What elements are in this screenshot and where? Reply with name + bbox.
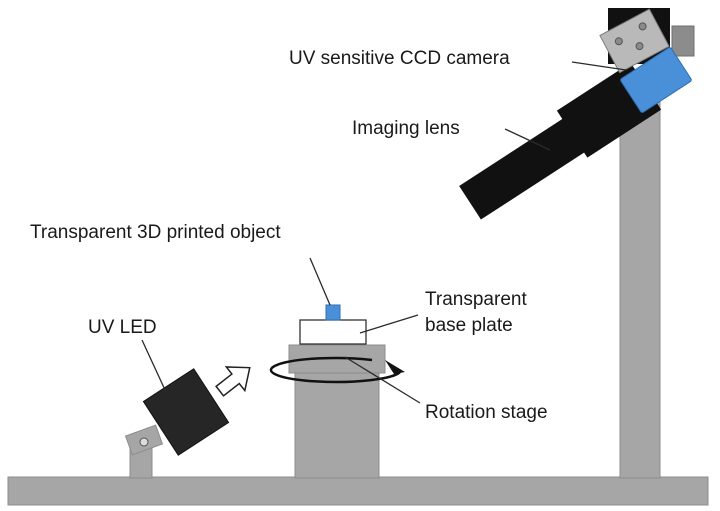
led-leader bbox=[141, 339, 167, 393]
camera-leader bbox=[571, 61, 627, 71]
screw-icon bbox=[635, 42, 644, 51]
screw-icon bbox=[638, 22, 647, 31]
object-leader bbox=[309, 257, 331, 306]
object-label: Transparent 3D printed object bbox=[30, 222, 281, 243]
camera-label: UV sensitive CCD camera bbox=[289, 48, 510, 69]
stage-label: Rotation stage bbox=[425, 402, 548, 423]
transparent-base-plate bbox=[299, 319, 367, 345]
hollow-arrow-icon bbox=[215, 366, 251, 397]
led-label: UV LED bbox=[88, 317, 157, 338]
lens-label: Imaging lens bbox=[352, 118, 460, 139]
rotation-arrow-icon bbox=[269, 356, 405, 384]
stage-leader bbox=[344, 356, 421, 404]
screw-icon bbox=[614, 37, 623, 46]
base-plate-label-line2: base plate bbox=[425, 315, 513, 336]
led-bracket bbox=[124, 424, 164, 479]
ccd-camera bbox=[599, 8, 695, 113]
lens-leader bbox=[504, 128, 551, 151]
vertical-post bbox=[619, 91, 661, 479]
screw-icon bbox=[139, 437, 149, 447]
base-plate-label-line1: Transparent bbox=[425, 289, 527, 310]
rotation-stage bbox=[288, 344, 386, 479]
base-rail bbox=[7, 476, 709, 506]
printed-object bbox=[325, 304, 341, 321]
base-plate-leader bbox=[359, 314, 419, 334]
